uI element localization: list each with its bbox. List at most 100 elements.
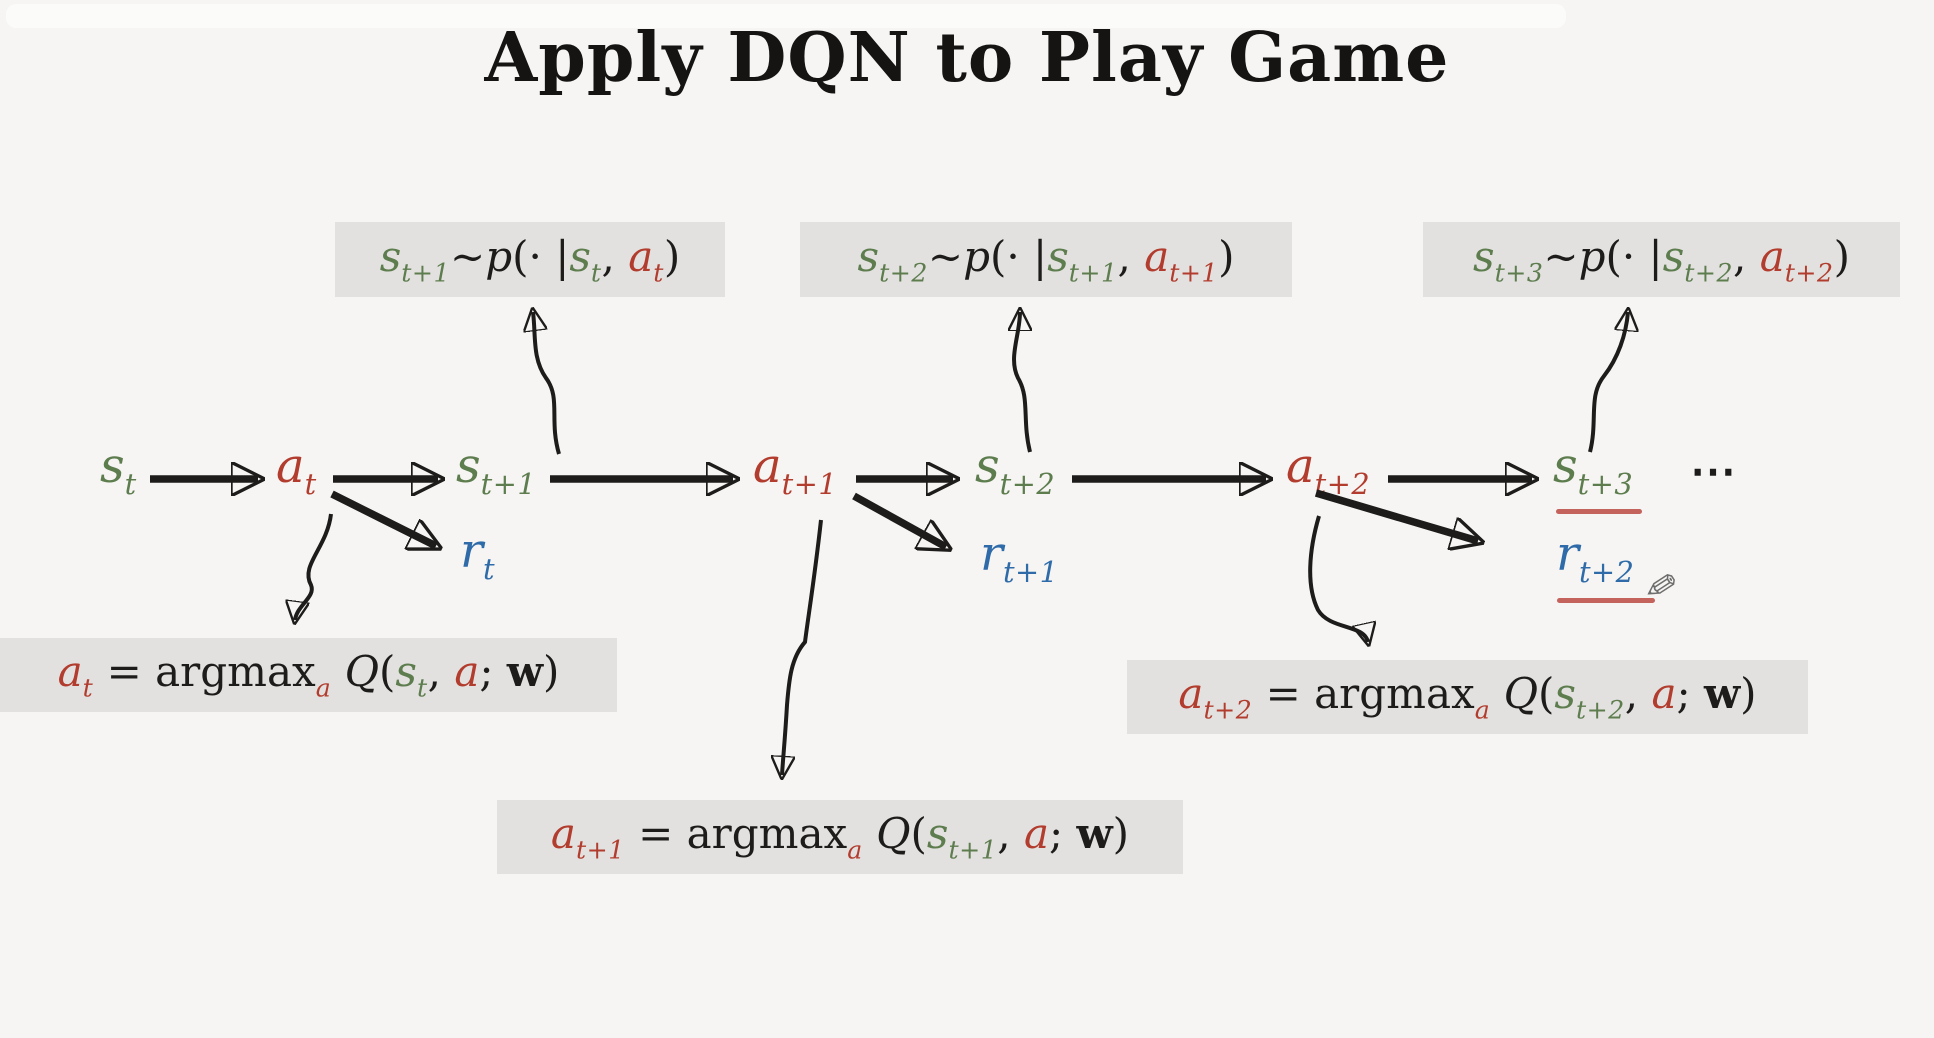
math-token: ( (379, 647, 396, 697)
math-token: a (315, 673, 332, 703)
math-token: ) (1833, 231, 1850, 281)
arrow-st1-to-transition-1 (533, 312, 561, 455)
math-token: a (1651, 669, 1677, 719)
math-token: t+1 (1169, 258, 1219, 288)
math-token: t+1 (480, 467, 537, 502)
math-token: ) (663, 231, 681, 281)
annotation-underline-st3 (1556, 509, 1642, 514)
math-token: t+2 (1314, 467, 1371, 502)
math-token: t+2 (879, 258, 928, 288)
reward-rt1: rt+1 (980, 530, 1058, 587)
math-token: t+1 (1068, 258, 1118, 288)
math-token: , (1733, 231, 1760, 281)
math-token: t (124, 467, 137, 502)
math-token: t+2 (1203, 695, 1253, 725)
math-token: a (1286, 438, 1315, 494)
math-token: t+3 (1494, 258, 1544, 288)
action-at1: at+1 (753, 442, 837, 499)
math-token: Q (344, 647, 380, 697)
math-token: t+3 (1577, 467, 1634, 502)
math-token: a (753, 438, 782, 494)
math-token: Q (876, 809, 911, 859)
math-token: ; (1049, 809, 1077, 859)
math-token: a (1178, 669, 1204, 719)
math-token: r (1556, 526, 1579, 582)
arrow-at-to-rt (330, 490, 436, 546)
transition-formula-2: st+2∼p(· |st+1, at+1) (858, 232, 1235, 288)
math-token: , (997, 809, 1024, 859)
math-token: argmax (686, 809, 848, 859)
math-token: argmax (155, 647, 316, 697)
state-st2: st+2 (975, 442, 1055, 499)
policy-formula-3: at+2 = argmaxa Q(st+2, a; w) (1178, 669, 1756, 725)
math-token: w (1704, 669, 1741, 719)
math-token: a (628, 231, 654, 281)
math-token: s (975, 438, 1000, 494)
math-token: ; (479, 647, 507, 697)
math-token: s (1553, 438, 1578, 494)
math-token: t+1 (1002, 555, 1059, 590)
math-token: ) (1112, 809, 1130, 859)
math-token: t+2 (1578, 555, 1635, 590)
math-token: ∼ (450, 231, 486, 281)
policy-box-1: at = argmaxa Q(st, a; w) (0, 638, 617, 712)
annotation-underline-rt2 (1557, 598, 1655, 603)
math-token: w (1076, 809, 1113, 859)
transition-box-2: st+2∼p(· |st+1, at+1) (800, 222, 1292, 297)
action-at2: at+2 (1286, 442, 1370, 499)
math-token: , (1117, 231, 1145, 281)
math-token: t+1 (781, 467, 838, 502)
math-token (863, 809, 876, 858)
math-token: a (1144, 231, 1170, 281)
math-token: t (304, 467, 317, 502)
math-token: ∼ (927, 231, 964, 281)
math-token: t (590, 258, 602, 288)
math-token: a (847, 835, 863, 865)
math-token: ( (910, 809, 927, 859)
math-token: s (456, 438, 481, 494)
transition-box-1: st+1∼p(· |st, at) (335, 222, 725, 297)
math-token: s (379, 231, 402, 281)
math-token: t+1 (401, 258, 451, 288)
math-token: ( (1538, 669, 1555, 719)
math-token: t (482, 552, 496, 587)
slide-title: Apply DQN to Play Game (484, 18, 1450, 98)
policy-formula-1: at = argmaxa Q(st, a; w) (58, 647, 560, 703)
math-token: p (1578, 231, 1606, 281)
math-token: = (1252, 669, 1315, 719)
math-token: ) (1218, 231, 1235, 281)
arrow-at-to-policy-1 (295, 513, 333, 620)
top-highlight (6, 4, 1566, 28)
math-token: s (569, 231, 591, 281)
math-token: a (1023, 809, 1049, 859)
math-token: , (427, 647, 455, 697)
reward-rt2: rt+2 (1556, 530, 1634, 587)
math-token: (· | (512, 231, 570, 281)
math-token: s (1047, 231, 1069, 281)
math-token: t+1 (948, 835, 998, 865)
arrow-at2-to-policy-3 (1308, 515, 1368, 642)
math-token: a (57, 647, 83, 697)
action-at: at (276, 442, 317, 499)
math-token: = (624, 809, 687, 859)
math-token: ) (1740, 669, 1757, 719)
math-token: ∼ (1543, 231, 1579, 281)
arrow-at1-to-rt1 (852, 492, 946, 547)
math-token: Q (1503, 669, 1539, 719)
math-token: t+2 (1784, 258, 1834, 288)
math-token: s (857, 231, 880, 281)
math-token: (· | (1605, 231, 1663, 281)
arrow-st2-to-transition-2 (1014, 312, 1030, 453)
math-token: s (1473, 231, 1495, 281)
math-token: r (460, 523, 483, 579)
math-token: , (1624, 669, 1652, 719)
math-token: s (100, 438, 125, 494)
state-st1: st+1 (456, 442, 536, 499)
math-token: s (926, 809, 949, 859)
math-token: a (1759, 231, 1785, 281)
policy-box-3: at+2 = argmaxa Q(st+2, a; w) (1127, 660, 1808, 734)
reward-rt: rt (460, 527, 495, 584)
math-token (331, 647, 344, 696)
math-token: t+2 (1684, 258, 1734, 288)
